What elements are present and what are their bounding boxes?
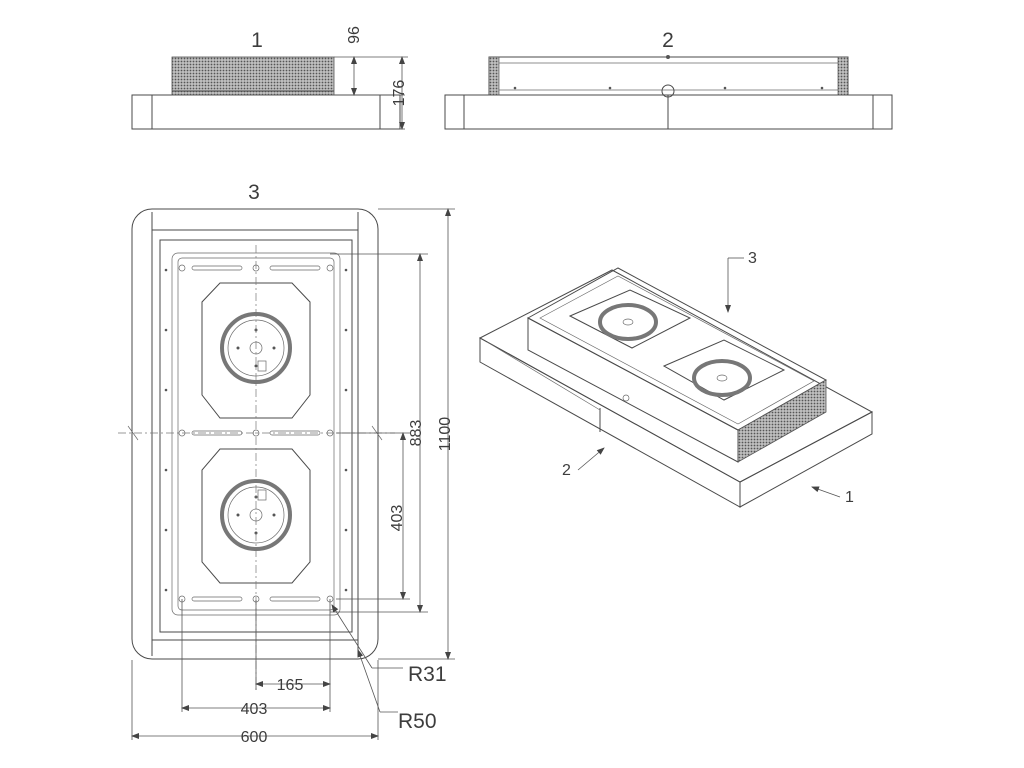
dim-radius-r50: R50 [398, 710, 437, 733]
dim-depth-1100: 1100 [437, 417, 454, 452]
iso-base-top [478, 269, 874, 483]
dim-radius-r31: R31 [408, 663, 447, 686]
iso-callout-3: 3 [748, 250, 757, 267]
view-3-label: 3 [248, 181, 260, 204]
view-1-base [131, 94, 401, 130]
view-1-label: 1 [251, 29, 263, 52]
view-2-label: 2 [662, 29, 674, 52]
view-3-top-plan: 3 [118, 181, 455, 746]
iso-callout-2: 2 [562, 462, 571, 479]
iso-mesh-side [737, 379, 827, 463]
view-3-outer-frame [131, 208, 379, 660]
iso-base-front [479, 337, 741, 508]
dim-width-165: 165 [277, 677, 304, 694]
dim-depth-883: 883 [408, 420, 425, 447]
iso-base-side [739, 411, 873, 508]
dim-height-176: 176 [391, 80, 408, 107]
dim-height-96: 96 [346, 26, 363, 44]
dim-width-403: 403 [241, 701, 268, 718]
view-1-side-elevation: 1 96 176 [131, 26, 408, 130]
dim-spacing-403: 403 [389, 505, 406, 532]
view-2-front-elevation: 2 [444, 29, 893, 130]
view-3-screws [164, 268, 348, 592]
dim-width-600: 600 [241, 729, 268, 746]
iso-callout-1: 1 [845, 489, 854, 506]
view-3-upper-fan [201, 282, 311, 419]
isometric-view: 3 2 1 [478, 250, 874, 508]
view-1-mesh-housing [171, 56, 335, 96]
